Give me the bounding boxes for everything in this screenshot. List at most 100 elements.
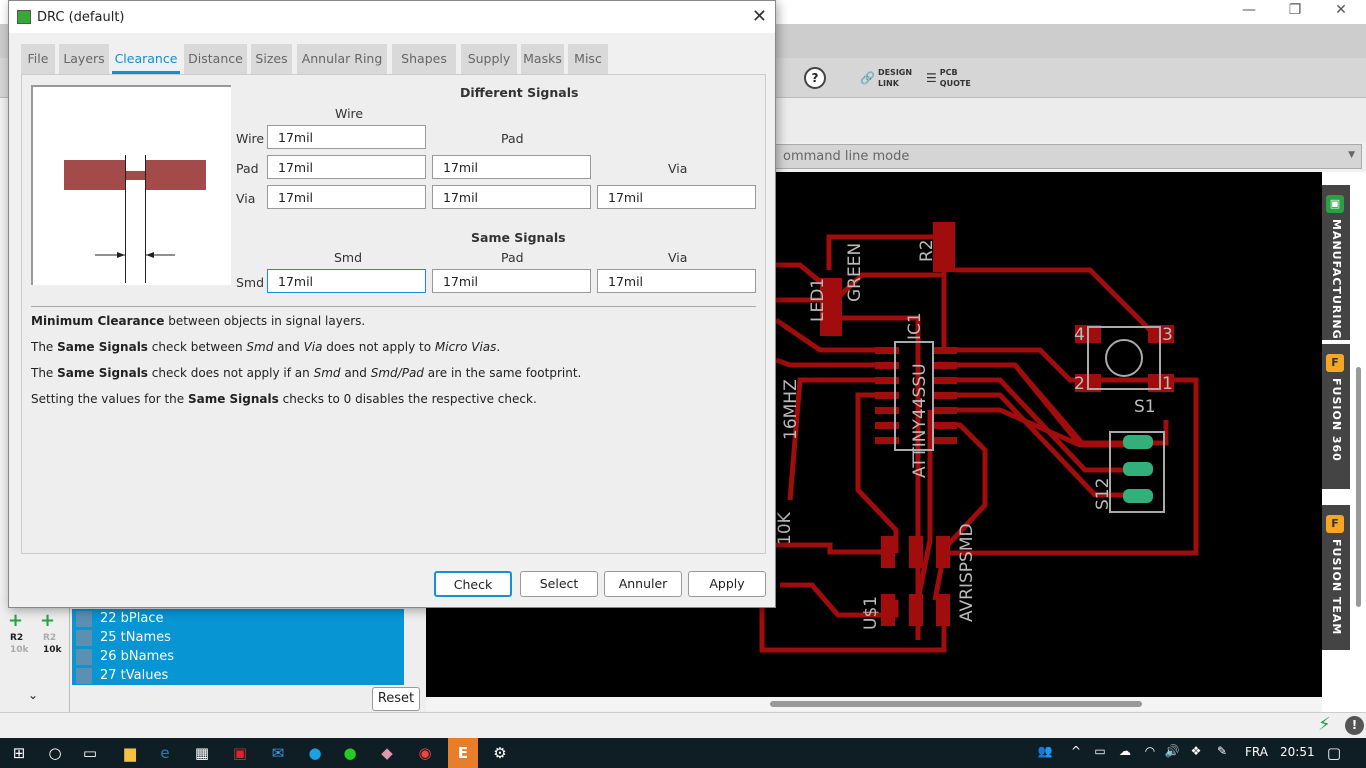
- col-via-label: Via: [668, 250, 688, 265]
- conn-value-label: AVRISPSMD: [957, 523, 977, 622]
- windows-start-icon[interactable]: ⊞: [12, 744, 26, 762]
- add-part-icon[interactable]: +: [8, 610, 24, 631]
- command-line-placeholder: ommand line mode: [783, 149, 910, 164]
- volume-icon[interactable]: 🔊: [1164, 744, 1180, 758]
- eagle-icon[interactable]: E: [448, 738, 478, 768]
- check-button[interactable]: Check: [434, 571, 512, 597]
- via-wire-input[interactable]: [267, 185, 426, 209]
- battery-icon[interactable]: ▭: [1094, 744, 1106, 758]
- layer-list[interactable]: 22 bPlace 25 tNames 26 bNames 27 tValues: [72, 609, 404, 685]
- pad-4-label: 4: [1074, 325, 1085, 345]
- conn-label: U$1: [861, 596, 881, 630]
- edge-icon[interactable]: e: [160, 744, 170, 762]
- layer-item[interactable]: 22 bPlace: [72, 609, 404, 628]
- tab-file[interactable]: File: [21, 44, 55, 74]
- label: 25 tNames: [100, 630, 171, 645]
- tab-shapes[interactable]: Shapes: [392, 44, 456, 74]
- pen-icon[interactable]: ✎: [1216, 744, 1228, 758]
- reset-button[interactable]: Reset: [372, 687, 420, 711]
- chevron-down-icon[interactable]: ▼: [1348, 150, 1355, 160]
- minimize-button[interactable]: —: [1242, 2, 1256, 18]
- task-view-icon[interactable]: ▭: [82, 744, 98, 762]
- wifi-icon[interactable]: ◠: [1144, 744, 1156, 758]
- drc-dialog: DRC (default) ✕ File Layers Clearance Di…: [8, 0, 776, 608]
- restore-button[interactable]: ❐: [1288, 2, 1302, 18]
- vertical-scrollbar[interactable]: [1356, 367, 1361, 607]
- notifications-icon[interactable]: ▢: [1326, 744, 1342, 762]
- label: 26 bNames: [100, 649, 175, 664]
- tab-layers[interactable]: Layers: [59, 44, 109, 74]
- layer-item[interactable]: 25 tNames: [72, 628, 404, 647]
- mail-icon[interactable]: ✉: [271, 744, 285, 762]
- chevron-up-icon[interactable]: ^: [1070, 744, 1082, 758]
- wire-wire-input[interactable]: [267, 125, 426, 149]
- pad-3-label: 3: [1162, 325, 1173, 345]
- onedrive-icon[interactable]: ☁: [1119, 744, 1131, 758]
- via-pad-input[interactable]: [432, 185, 591, 209]
- smd-smd-input[interactable]: [267, 269, 426, 293]
- row-smd-label: Smd: [236, 275, 265, 290]
- file-explorer-icon[interactable]: ▆: [124, 744, 136, 762]
- tab-sizes[interactable]: Sizes: [251, 44, 292, 74]
- same-signals-heading: Same Signals: [471, 230, 566, 245]
- expand-chevron-icon[interactable]: ⌄: [28, 688, 39, 702]
- lightning-icon[interactable]: ⚡: [1318, 714, 1331, 735]
- clock[interactable]: 20:51: [1280, 745, 1315, 759]
- store-icon[interactable]: ▦: [194, 744, 210, 762]
- chip-icon: ▣: [1326, 195, 1344, 213]
- settings-icon[interactable]: ⚙: [493, 744, 507, 762]
- via-via-input[interactable]: [597, 185, 756, 209]
- col-via-label: Via: [668, 161, 688, 176]
- tab-supply[interactable]: Supply: [461, 44, 517, 74]
- cancel-button[interactable]: Annuler: [604, 571, 682, 597]
- search-icon[interactable]: ○: [48, 744, 62, 762]
- dropbox-icon[interactable]: ❖: [1190, 744, 1202, 758]
- layer-item[interactable]: 27 tValues: [72, 666, 404, 685]
- r2-label: R2: [917, 239, 937, 262]
- label: DESIGN: [877, 68, 913, 77]
- ic1-label: IC1: [905, 312, 925, 340]
- smd-via-input[interactable]: [597, 269, 756, 293]
- tab-distance[interactable]: Distance: [184, 44, 247, 74]
- scroll-thumb[interactable]: [770, 701, 1142, 707]
- whatsapp-icon[interactable]: ●: [343, 744, 357, 762]
- clearance-panel: Different Signals Wire Pad Via Wire Pad …: [21, 74, 766, 554]
- horizontal-scrollbar[interactable]: [426, 697, 1322, 711]
- manufacturing-tab[interactable]: ▣ MANUFACTURING: [1322, 185, 1350, 340]
- command-line-input[interactable]: ommand line mode ▼: [760, 144, 1362, 169]
- led1-label: LED1: [808, 278, 828, 322]
- layer-item[interactable]: 26 bNames: [72, 647, 404, 666]
- tab-clearance[interactable]: Clearance: [112, 44, 180, 74]
- label: MANUFACTURING: [1330, 219, 1343, 340]
- row-wire-label: Wire: [236, 131, 265, 146]
- close-app-button[interactable]: ✕: [1335, 2, 1347, 18]
- description-line: Minimum Clearance between objects in sig…: [31, 314, 366, 328]
- language-indicator[interactable]: FRA: [1245, 745, 1268, 759]
- chrome-icon[interactable]: ◉: [418, 744, 432, 762]
- smd-pad-input[interactable]: [432, 269, 591, 293]
- app-icon[interactable]: ◆: [381, 744, 393, 762]
- help-button[interactable]: ?: [804, 67, 826, 89]
- pad-pad-input[interactable]: [432, 155, 591, 179]
- col-smd-label: Smd: [334, 250, 363, 265]
- ic-value-label: ATTINY44SSU: [910, 363, 930, 478]
- close-icon[interactable]: ✕: [751, 6, 767, 27]
- people-icon[interactable]: 👥: [1037, 744, 1053, 758]
- select-button[interactable]: Select: [520, 571, 598, 597]
- pad-wire-input[interactable]: [267, 155, 426, 179]
- skype-icon[interactable]: ●: [308, 744, 322, 762]
- add-icon[interactable]: +: [40, 610, 56, 631]
- tab-masks[interactable]: Masks: [521, 44, 564, 74]
- label: FUSION TEAM: [1330, 539, 1343, 636]
- gift-icon[interactable]: ▣: [232, 744, 248, 762]
- tab-annular-ring[interactable]: Annular Ring: [297, 44, 387, 74]
- alert-icon[interactable]: !: [1345, 716, 1364, 735]
- apply-button[interactable]: Apply: [688, 571, 766, 597]
- tab-misc[interactable]: Misc: [568, 44, 608, 74]
